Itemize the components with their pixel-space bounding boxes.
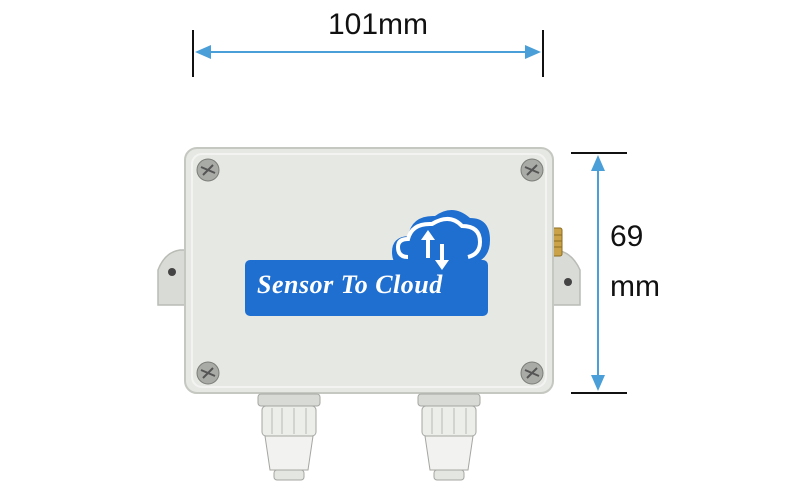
right-mounting-ear [549,249,581,306]
screw-icon [196,158,220,182]
product-label [245,260,488,316]
left-mounting-ear [157,249,189,306]
sensor-device [157,147,581,481]
cable-gland-icon [417,393,481,481]
width-dimension-line [192,30,544,77]
height-dimension-line [571,152,627,394]
screw-icon [520,361,544,385]
product-label-text: Sensor To Cloud [257,270,443,299]
height-unit: mm [610,270,660,303]
height-value: 69 [610,220,644,253]
screw-icon [520,158,544,182]
width-label: 101mm [328,8,429,41]
cable-gland-icon [257,393,321,481]
screw-icon [196,361,220,385]
cloud-sync-icon [392,209,490,270]
